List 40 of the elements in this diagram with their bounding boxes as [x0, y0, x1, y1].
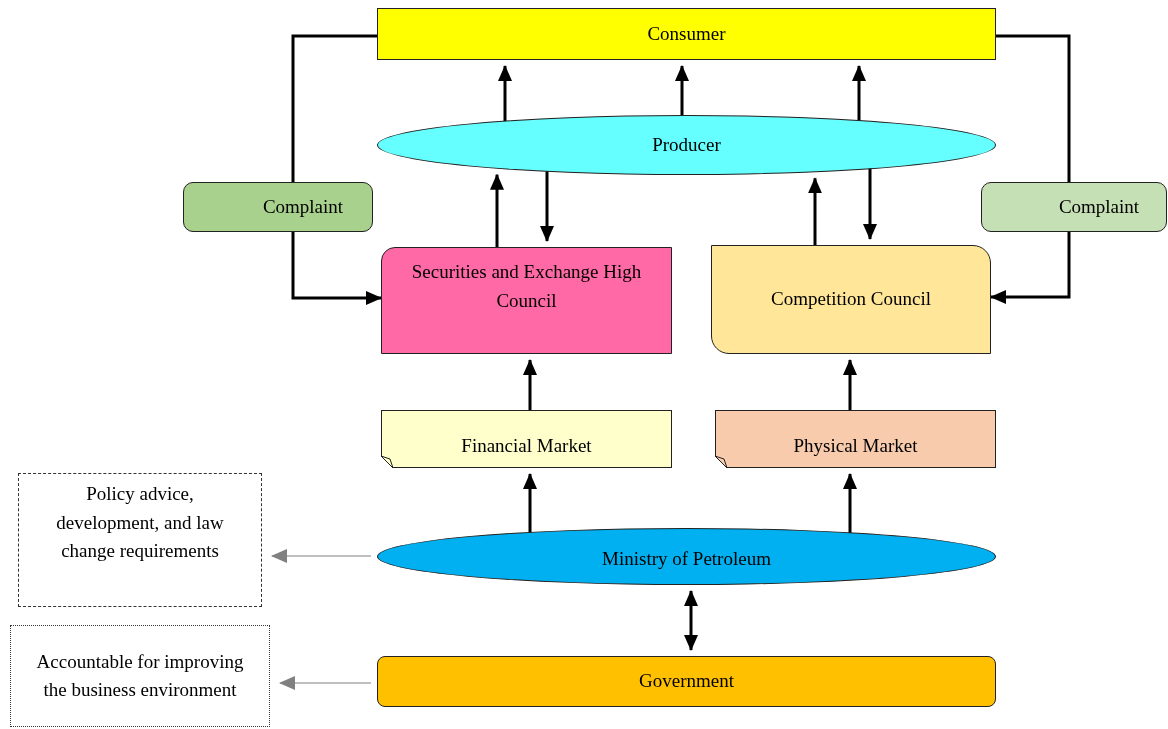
arrow	[523, 473, 537, 534]
note-box	[10, 625, 270, 727]
arrow	[291, 232, 382, 305]
connector-line	[996, 34, 1071, 182]
node-label: Government	[639, 669, 734, 694]
arrow	[990, 232, 1071, 304]
node-label: Complaint	[1058, 194, 1140, 219]
node-label: Policy advice, development, and law change requirements	[55, 482, 225, 563]
council-box	[381, 247, 672, 354]
arrow	[675, 65, 689, 117]
node-label: Ministry of Petroleum	[602, 547, 771, 572]
arrow	[540, 169, 554, 242]
node-label: Accountable for improving the business environment	[35, 649, 245, 702]
node-label: Physical Market	[793, 433, 918, 458]
connector-line	[291, 34, 377, 182]
node-label: Securities and Exchange High Council	[410, 260, 643, 313]
arrow	[279, 676, 372, 690]
market-box	[381, 410, 672, 468]
node-label: Producer	[652, 132, 721, 157]
arrow	[498, 65, 512, 123]
node-label: Consumer	[647, 21, 726, 46]
node-label: Financial Market	[461, 433, 592, 458]
council-box	[711, 245, 991, 354]
government-box	[377, 656, 996, 707]
arrow	[808, 177, 822, 245]
arrow	[490, 173, 504, 247]
arrow	[843, 359, 857, 410]
arrow	[852, 65, 866, 123]
consumer-box	[377, 8, 996, 60]
complaint-box	[183, 182, 373, 232]
complaint-box	[981, 182, 1167, 232]
arrow	[271, 549, 372, 563]
arrow	[523, 359, 537, 410]
arrow	[863, 167, 877, 240]
market-box	[715, 410, 996, 468]
note-box	[18, 473, 262, 607]
arrow	[684, 590, 698, 651]
arrow	[843, 473, 857, 535]
node-label: Complaint	[262, 194, 344, 219]
node-label: Competition Council	[771, 287, 931, 312]
